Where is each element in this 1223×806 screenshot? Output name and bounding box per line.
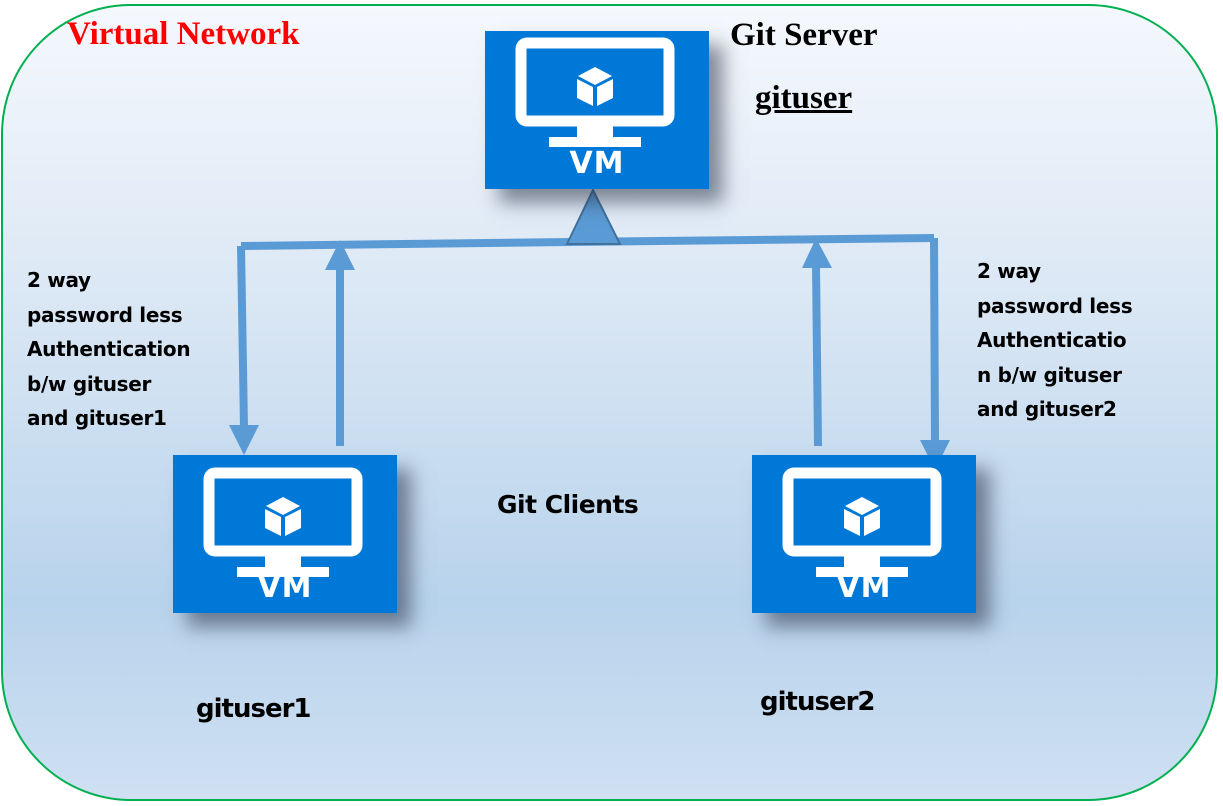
server-user-label: gituser bbox=[755, 80, 853, 116]
arrow-head-up-left bbox=[325, 240, 355, 270]
git-server-vm[interactable]: VM bbox=[485, 31, 709, 189]
git-server-heading: Git Server bbox=[730, 17, 878, 53]
link-up-right bbox=[812, 265, 822, 447]
git-client-vm-2[interactable]: VM bbox=[752, 455, 976, 613]
link-down-right bbox=[930, 237, 939, 441]
vm-monitor-cube-icon bbox=[515, 37, 675, 147]
arrow-head-up-right bbox=[802, 238, 832, 268]
client-user-label-2: gituser2 bbox=[760, 687, 875, 717]
git-clients-heading: Git Clients bbox=[497, 490, 639, 519]
vm-label: VM bbox=[569, 146, 625, 181]
git-client-vm-1[interactable]: VM bbox=[173, 455, 397, 613]
vm-monitor-cube-icon bbox=[203, 467, 363, 577]
server-uplink-triangle bbox=[565, 187, 622, 245]
virtual-network-title: Virtual Network bbox=[67, 16, 300, 52]
auth-note-gituser1: 2 way password less Authentication b/w g… bbox=[27, 268, 191, 430]
client-user-label-1: gituser1 bbox=[196, 694, 311, 724]
vm-label: VM bbox=[836, 570, 892, 605]
vm-monitor-cube-icon bbox=[782, 467, 942, 577]
auth-note-gituser2: 2 way password less Authenticatio n b/w … bbox=[977, 259, 1133, 421]
arrow-head-down-left bbox=[229, 425, 259, 455]
link-down-left bbox=[237, 245, 248, 429]
vm-label: VM bbox=[257, 570, 313, 605]
